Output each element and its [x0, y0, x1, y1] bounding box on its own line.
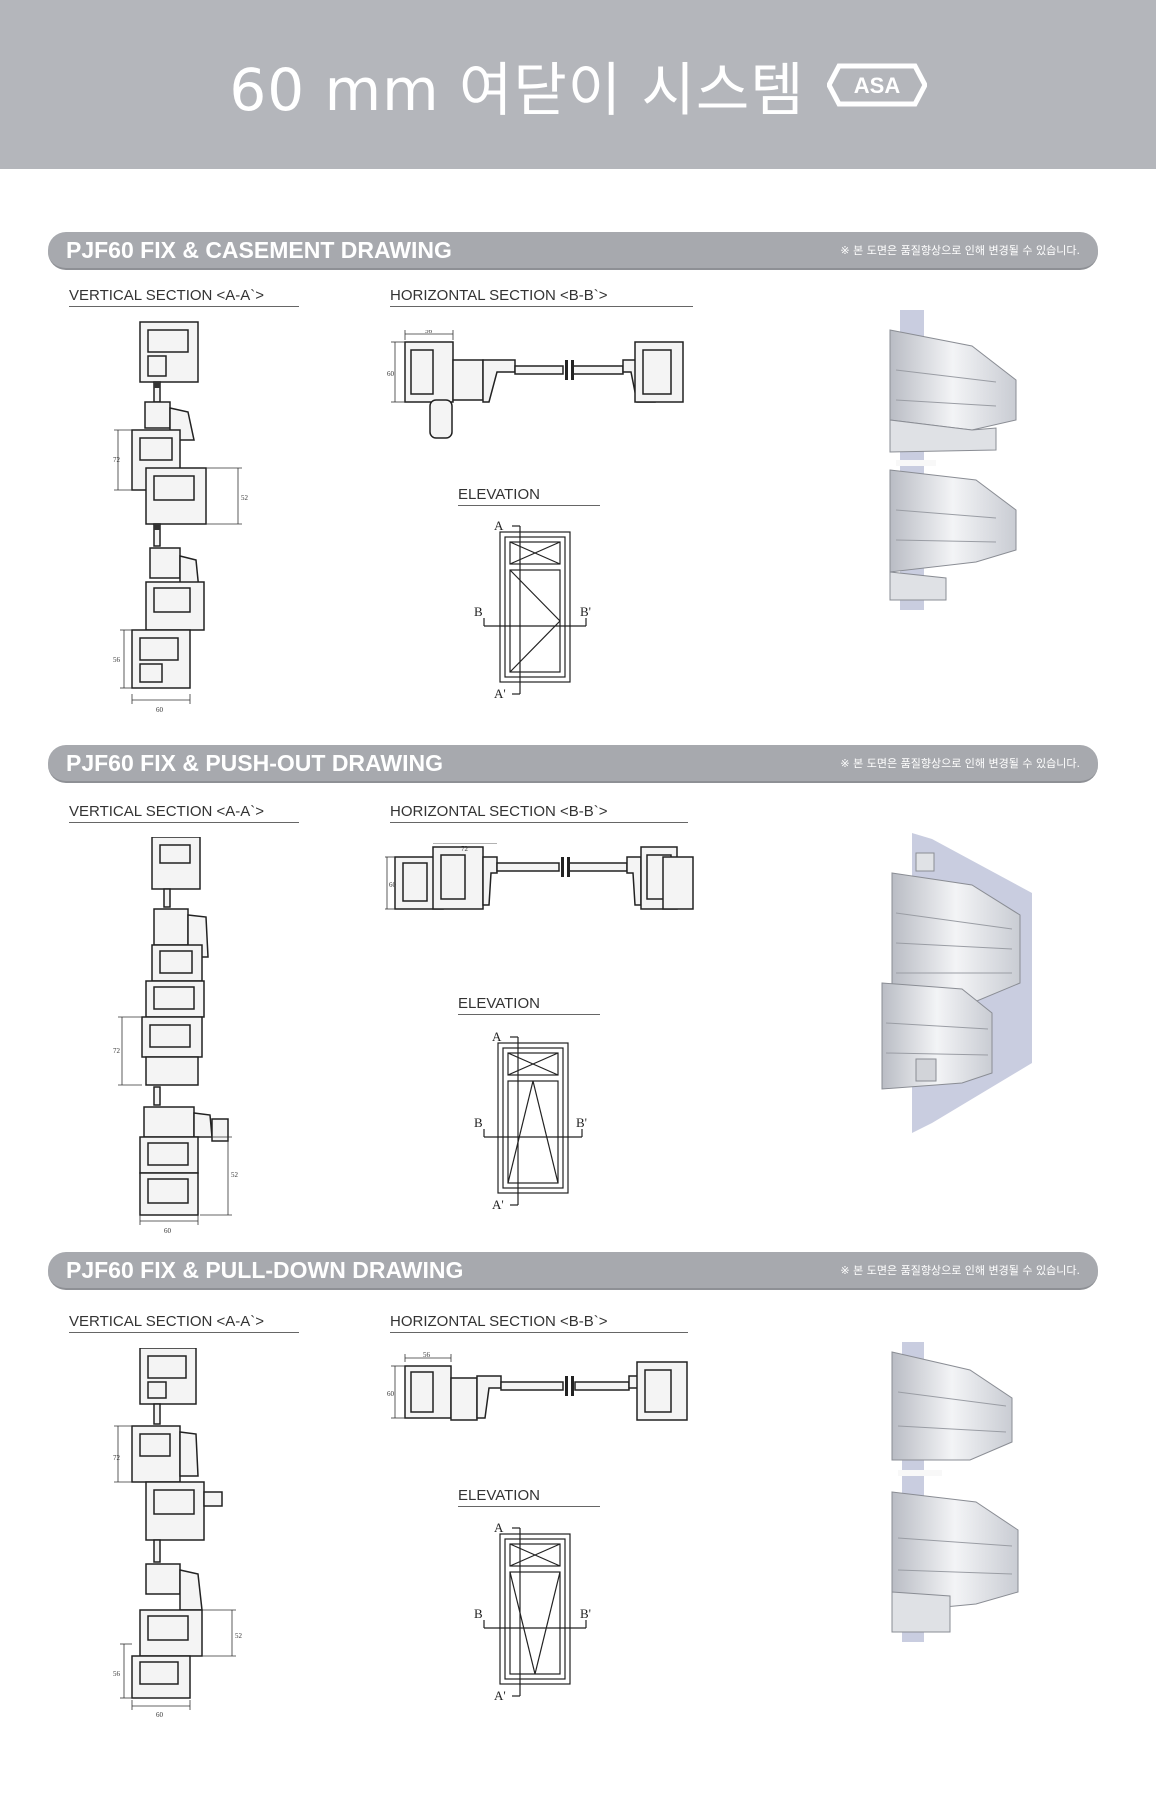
dim-label: 72: [113, 1454, 121, 1462]
elevation-mark-a-prime: A': [494, 686, 506, 700]
dim-label: 56: [425, 330, 433, 335]
dim-label: 60: [389, 881, 397, 889]
section-casement: PJF60 FIX & CASEMENT DRAWING ※ 본 도면은 품질향…: [0, 232, 1156, 747]
elevation-mark-a-prime: A': [492, 1197, 504, 1211]
vertical-section-drawing: 72 52 60: [113, 837, 239, 1235]
section-title: PJF60 FIX & PUSH-OUT DRAWING: [66, 750, 443, 776]
horizontal-section-drawing: 56 60: [387, 330, 684, 439]
elevation-mark-a: A: [492, 1029, 502, 1044]
page-header: 60 mm 여닫이 시스템 ASA: [0, 0, 1156, 169]
dim-label: 60: [387, 1390, 395, 1398]
section-note: ※ 본 도면은 품질향상으로 인해 변경될 수 있습니다.: [840, 244, 1080, 257]
horizontal-section-label: HORIZONTAL SECTION <B-B`>: [390, 803, 688, 823]
horizontal-section-label: HORIZONTAL SECTION <B-B`>: [390, 1313, 688, 1333]
elevation-mark-b: B: [474, 604, 483, 619]
dim-label: 72: [113, 456, 121, 464]
vertical-section-label: VERTICAL SECTION <A-A`>: [69, 1313, 299, 1333]
section-note: ※ 본 도면은 품질향상으로 인해 변경될 수 있습니다.: [840, 1264, 1080, 1277]
elevation-mark-b: B: [474, 1115, 483, 1130]
horizontal-section-label: HORIZONTAL SECTION <B-B`>: [390, 287, 693, 307]
dim-label: 72: [461, 845, 469, 853]
dim-label: 56: [113, 1670, 121, 1678]
elevation-mark-a-prime: A': [494, 1688, 506, 1702]
dim-label: 52: [231, 1171, 239, 1179]
section-title-bar: PJF60 FIX & CASEMENT DRAWING ※ 본 도면은 품질향…: [48, 232, 1098, 270]
dim-label: 52: [235, 1632, 243, 1640]
section-title: PJF60 FIX & CASEMENT DRAWING: [66, 237, 452, 263]
elevation-label: ELEVATION: [458, 995, 600, 1015]
elevation-drawing: A A' B B': [474, 1029, 587, 1211]
page-title: 60 mm 여닫이 시스템: [229, 55, 805, 124]
horizontal-section-drawing: 72 60: [385, 843, 694, 910]
dim-label: 52: [241, 494, 249, 502]
elevation-mark-b: B: [474, 1606, 483, 1621]
section-title: PJF60 FIX & PULL-DOWN DRAWING: [66, 1257, 464, 1283]
section-pull-down: PJF60 FIX & PULL-DOWN DRAWING ※ 본 도면은 품질…: [0, 1252, 1156, 1767]
vertical-section-drawing: 72 52 56 60: [113, 321, 249, 714]
dim-label: 60: [156, 1711, 164, 1718]
dim-label: 60: [156, 706, 164, 714]
vertical-section-drawing: 72 52 56 60: [113, 1348, 243, 1718]
elevation-mark-b-prime: B': [576, 1115, 587, 1130]
elevation-label: ELEVATION: [458, 486, 600, 506]
horizontal-section-drawing: 56 60: [387, 1352, 688, 1421]
elevation-mark-b-prime: B': [580, 1606, 591, 1621]
elevation-mark-a: A: [494, 1520, 504, 1535]
dim-label: 72: [113, 1047, 121, 1055]
elevation-label: ELEVATION: [458, 1487, 600, 1507]
section-title-bar: PJF60 FIX & PUSH-OUT DRAWING ※ 본 도면은 품질향…: [48, 745, 1098, 783]
elevation-mark-b-prime: B': [580, 604, 591, 619]
elevation-mark-a: A: [494, 518, 504, 533]
dim-label: 56: [423, 1352, 431, 1359]
dim-label: 60: [164, 1227, 172, 1235]
profile-3d-image: [891, 1342, 1019, 1642]
elevation-drawing: A A' B B': [474, 1520, 591, 1702]
section-title-bar: PJF60 FIX & PULL-DOWN DRAWING ※ 본 도면은 품질…: [48, 1252, 1098, 1290]
profile-3d-image: [889, 310, 1017, 610]
dim-label: 60: [387, 370, 395, 378]
vertical-section-label: VERTICAL SECTION <A-A`>: [69, 287, 299, 307]
section-note: ※ 본 도면은 품질향상으로 인해 변경될 수 있습니다.: [840, 757, 1080, 770]
section-push-out: PJF60 FIX & PUSH-OUT DRAWING ※ 본 도면은 품질향…: [0, 745, 1156, 1260]
dim-label: 56: [113, 656, 121, 664]
profile-3d-image: [881, 833, 1032, 1133]
asa-badge-icon: ASA: [826, 63, 927, 106]
elevation-drawing: A A' B B': [474, 518, 591, 700]
vertical-section-label: VERTICAL SECTION <A-A`>: [69, 803, 299, 823]
asa-badge-text: ASA: [853, 73, 900, 98]
